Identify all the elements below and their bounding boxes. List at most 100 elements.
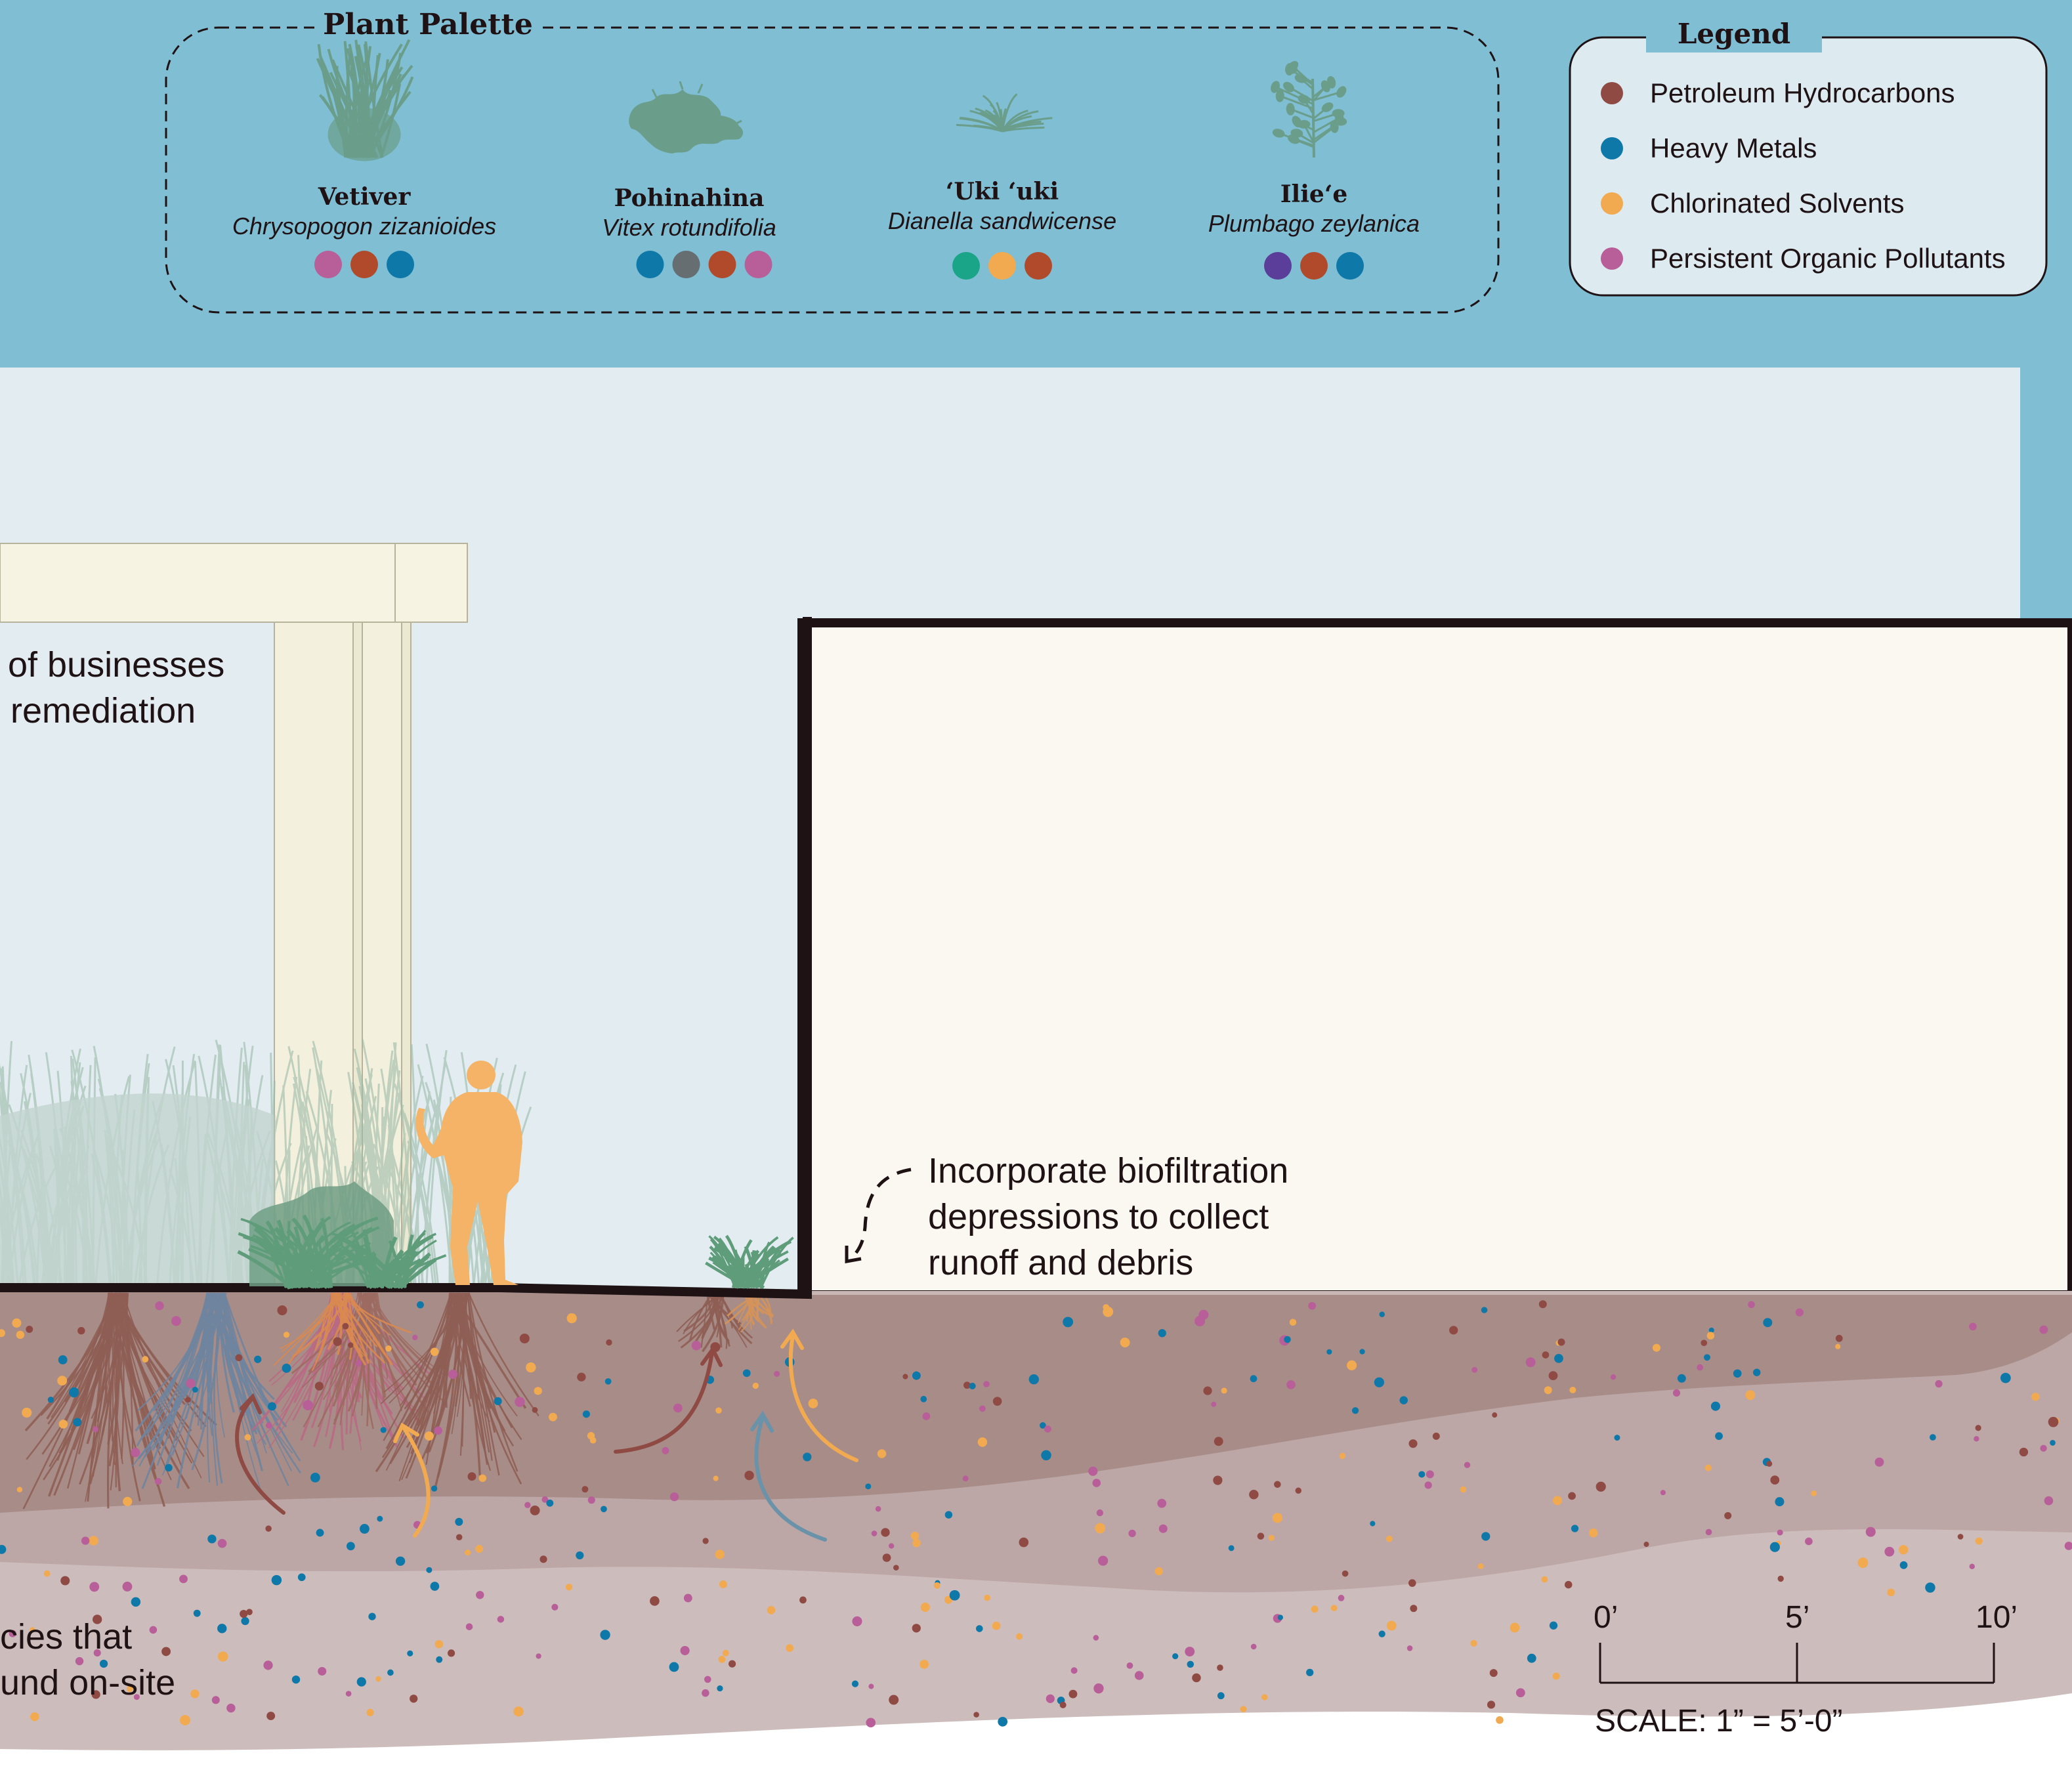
contaminant-dot: [702, 1538, 709, 1544]
contaminant-dot: [1203, 1386, 1212, 1395]
note-bottom-left: cies that und on-site: [0, 1617, 175, 1702]
contaminant-dot: [729, 1660, 736, 1668]
contaminant-dot: [577, 1372, 586, 1382]
contaminant-dot: [434, 1426, 442, 1435]
contaminant-dot: [744, 1470, 754, 1481]
contaminant-dot: [1046, 1694, 1055, 1703]
contaminant-dot: [26, 1326, 33, 1333]
soil-layer-upper: [0, 1292, 2072, 1513]
contaminant-dot: [1347, 1360, 1357, 1370]
contaminant-dot: [123, 1496, 133, 1506]
contaminant-dot: [808, 1399, 818, 1408]
contaminant-dot: [992, 1621, 1001, 1630]
contaminant-dot: [1752, 1368, 1761, 1376]
plant-latin-name: Plumbago zeylanica: [1208, 210, 1420, 237]
contaminant-dot: [851, 1680, 859, 1687]
contaminant-dot: [587, 1432, 595, 1440]
palette-dot: [387, 251, 414, 278]
contaminant-dot: [1172, 1653, 1179, 1660]
contaminant-dot: [447, 1649, 455, 1657]
contaminant-dot: [1289, 1318, 1297, 1326]
contaminant-dot: [549, 1412, 557, 1422]
contaminant-dot: [1272, 1513, 1283, 1523]
contaminant-dot: [1975, 1425, 1981, 1431]
contaminant-dot: [1930, 1434, 1936, 1441]
contaminant-dot: [207, 1534, 217, 1544]
contaminant-dot: [426, 1567, 433, 1573]
contaminant-dot: [75, 1656, 84, 1666]
palette-plant-uki-icon: [956, 93, 1053, 133]
contaminant-dot: [318, 1666, 327, 1676]
contaminant-dot: [868, 1683, 874, 1689]
scale-tick-label: 0’: [1594, 1600, 1618, 1635]
legend-title: Legend: [1678, 18, 1790, 50]
scale-tick-label: 10’: [1976, 1600, 2018, 1635]
contaminant-dot: [1763, 1318, 1773, 1328]
palette-plant-vetiver: Vetiver Chrysopogon zizanioides: [232, 183, 496, 240]
palette-contaminant-dots: [314, 251, 1364, 280]
contaminant-dot: [240, 1609, 248, 1618]
contaminant-dot: [1705, 1529, 1712, 1536]
contaminant-dot: [430, 1347, 439, 1357]
contaminant-dot: [1733, 1369, 1742, 1378]
contaminant-dot: [680, 1645, 690, 1656]
contaminant-dot: [1541, 1576, 1548, 1583]
contaminant-dot: [407, 1650, 413, 1656]
plant-palette: Plant Palette: [165, 8, 1500, 314]
plant-palette-frame: [165, 26, 1500, 314]
contaminant-dot: [1527, 1653, 1536, 1663]
contaminant-dot: [192, 1387, 198, 1393]
contaminant-dot: [519, 1333, 530, 1343]
contaminant-dot: [1568, 1492, 1576, 1500]
note-line: depressions to collect: [928, 1197, 1269, 1236]
contaminant-dot: [1286, 1380, 1296, 1389]
contaminant-dot: [992, 1397, 1002, 1406]
contaminant-dot: [345, 1691, 352, 1697]
contaminant-dot: [217, 1624, 227, 1634]
contaminant-dot: [1359, 1349, 1365, 1355]
contaminant-dot: [1935, 1380, 1943, 1388]
contaminant-dot: [282, 1363, 291, 1373]
contaminant-dot: [226, 1703, 236, 1713]
contaminant-dot: [1217, 1692, 1225, 1700]
contaminant-dot: [1128, 1529, 1136, 1538]
contaminant-dot: [377, 1515, 383, 1522]
contaminant-dot: [717, 1685, 723, 1692]
contaminant-dot: [0, 1545, 7, 1554]
contaminant-dot: [1088, 1466, 1098, 1476]
contaminant-dot: [385, 1345, 392, 1352]
contaminant-dot: [1093, 1635, 1099, 1641]
contaminant-dot: [314, 1382, 324, 1391]
contaminant-dot: [1677, 1374, 1686, 1383]
contaminant-dot: [713, 1475, 719, 1481]
contaminant-dot: [122, 1582, 133, 1592]
contaminant-dot: [91, 1690, 100, 1699]
contaminant-dot: [604, 1378, 612, 1385]
contaminant-dot: [1745, 1390, 1756, 1401]
contaminant-dot: [1538, 1300, 1547, 1309]
contaminant-dot: [375, 1676, 381, 1682]
contaminant-dot: [1544, 1386, 1552, 1395]
contaminant-dot: [448, 1369, 458, 1380]
contaminant-dot: [1311, 1605, 1319, 1613]
contaminant-dot: [799, 1596, 807, 1604]
contaminant-dot: [963, 1382, 971, 1389]
contaminant-dot: [0, 1329, 5, 1338]
contaminant-dot: [1614, 1435, 1620, 1441]
contaminant-dot: [92, 1614, 102, 1624]
contaminant-dot: [1154, 1567, 1164, 1576]
contaminant-dot: [1338, 1595, 1345, 1601]
contaminant-dot: [2040, 1445, 2047, 1452]
contaminant-dot: [1408, 1579, 1416, 1587]
plant-common-name: ‘Uki ‘uki: [946, 178, 1059, 205]
uptake-arrow-solvent-1: [402, 1425, 431, 1538]
plant-latin-name: Vitex rotundifolia: [602, 214, 776, 241]
palette-plant-uki: ‘Uki ‘uki Dianella sandwicense: [888, 178, 1116, 234]
foreground-plants: [237, 1181, 794, 1290]
contaminant-dot: [786, 1644, 793, 1652]
contaminant-dot: [1884, 1546, 1895, 1557]
contaminant-dot: [1899, 1545, 1909, 1555]
contaminant-dot: [1777, 1575, 1784, 1582]
contaminant-dot: [1385, 1535, 1393, 1542]
